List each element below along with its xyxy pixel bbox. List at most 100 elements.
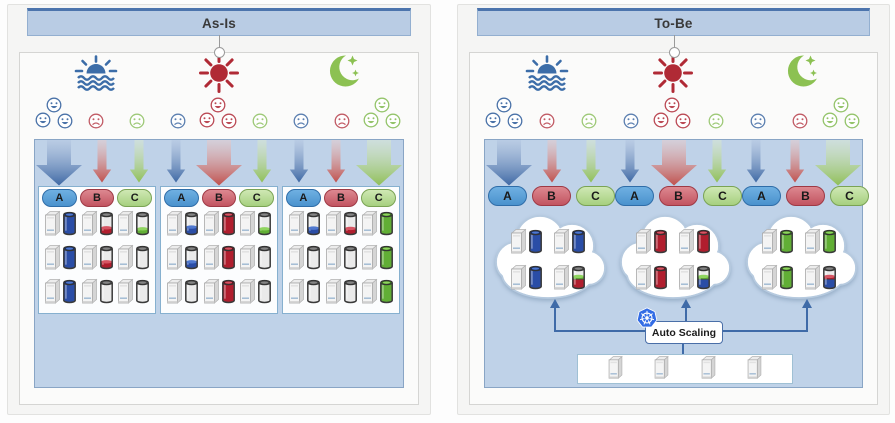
server-unit-C: [117, 278, 150, 309]
demand-arrow-B: [92, 140, 112, 188]
arrow-cell-B: [195, 140, 243, 186]
capacity-cylinder-icon: [221, 244, 236, 275]
rack-row: [41, 244, 153, 275]
capacity-cylinder-icon: [257, 244, 272, 275]
capacity-cylinder-icon: [822, 228, 837, 259]
server-unit-A: [166, 210, 199, 241]
panel-header-as-is: As-Is: [27, 8, 411, 36]
arrow-cell-C: [243, 140, 280, 186]
server-icon: [203, 278, 220, 309]
service-pill-A: A: [615, 186, 654, 206]
time-icon-slot: [610, 52, 736, 97]
demand-arrow-B: [785, 140, 805, 188]
cloud-server-unit: [678, 264, 711, 295]
arrow-cell-B: [318, 140, 355, 186]
service-pill-A: A: [164, 189, 199, 207]
time-group-daytime: [157, 52, 280, 139]
server-unit-B: [203, 244, 236, 275]
user-face-icon: [581, 113, 597, 129]
server-unit-A: [166, 278, 199, 309]
time-group-night: [737, 53, 863, 139]
rack-row: [163, 244, 275, 275]
time-icon-slot: [34, 53, 157, 97]
server-icon: [239, 244, 256, 275]
capacity-cylinder-icon: [653, 228, 668, 259]
cloud-server-unit: [510, 264, 543, 295]
cloud-server-row: [761, 264, 837, 295]
arrow-cell-C: [120, 140, 157, 186]
user-group-B: [322, 97, 363, 139]
arrow-cell-C: [355, 140, 403, 186]
cloud-server-row: [510, 264, 586, 295]
server-unit-B: [325, 244, 358, 275]
cloud-server-row: [510, 228, 586, 259]
rack-row: [163, 210, 275, 241]
capacity-cylinder-icon: [306, 210, 321, 241]
server-icon: [608, 355, 624, 384]
server-icon: [361, 244, 378, 275]
demand-arrow-C: [355, 140, 403, 191]
arrow-cell-A: [485, 140, 533, 186]
cloud-server-unit: [761, 228, 794, 259]
user-face-icon: [252, 113, 268, 129]
server-icon: [700, 355, 716, 384]
server-icon: [361, 278, 378, 309]
user-face-icon: [844, 113, 860, 129]
rack-row: [41, 278, 153, 309]
server-icon: [288, 278, 305, 309]
user-face-icon: [46, 97, 62, 113]
demand-arrow-A: [485, 140, 533, 191]
cloud-server-unit: [678, 228, 711, 259]
server-icon: [288, 210, 305, 241]
user-group-C: [695, 97, 737, 139]
capacity-cylinder-icon: [822, 264, 837, 295]
cloud-server-grid: [635, 228, 711, 295]
user-face-icon: [623, 113, 639, 129]
scale-connector-pool: [682, 342, 684, 354]
server-icon: [44, 244, 61, 275]
server-icon: [761, 228, 778, 259]
user-face-icon: [675, 113, 691, 129]
moon-icon: [781, 53, 819, 98]
server-icon: [81, 210, 98, 241]
capacity-cylinder-icon: [696, 228, 711, 259]
cloud-server-grid: [510, 228, 586, 295]
server-unit-C: [239, 210, 272, 241]
server-icon: [678, 228, 695, 259]
moon-icon: [323, 53, 361, 98]
capacity-cylinder-icon: [528, 264, 543, 295]
user-group-A: [157, 97, 198, 139]
server-unit-B: [81, 210, 114, 241]
capacity-cylinder-icon: [62, 210, 77, 241]
capacity-cylinder-icon: [62, 244, 77, 275]
server-unit-B: [81, 278, 114, 309]
arrow-cell-A: [611, 140, 650, 186]
time-icon-slot: [484, 53, 610, 97]
time-icon-slot: [281, 53, 404, 97]
rack-row: [41, 210, 153, 241]
service-pill-A: A: [286, 189, 321, 207]
demand-arrow-B: [542, 140, 562, 188]
demand-sky: [484, 52, 863, 139]
user-face-icon: [199, 112, 215, 128]
user-face-icon: [750, 113, 766, 129]
server-unit-B: [325, 210, 358, 241]
capacity-cylinder-icon: [306, 244, 321, 275]
service-pill-C: C: [830, 186, 869, 206]
server-icon: [239, 278, 256, 309]
cloud-server-unit: [510, 228, 543, 259]
service-pill-C: C: [703, 186, 742, 206]
capacity-cylinder-icon: [779, 264, 794, 295]
server-icon: [635, 264, 652, 295]
user-face-icon: [708, 113, 724, 129]
cloud-server-unit: [553, 228, 586, 259]
server-icon: [117, 210, 134, 241]
capacity-cylinder-icon: [221, 210, 236, 241]
sunrise-icon: [524, 54, 570, 96]
demand-arrow-A: [746, 140, 766, 188]
capacity-cylinder-icon: [379, 278, 394, 309]
